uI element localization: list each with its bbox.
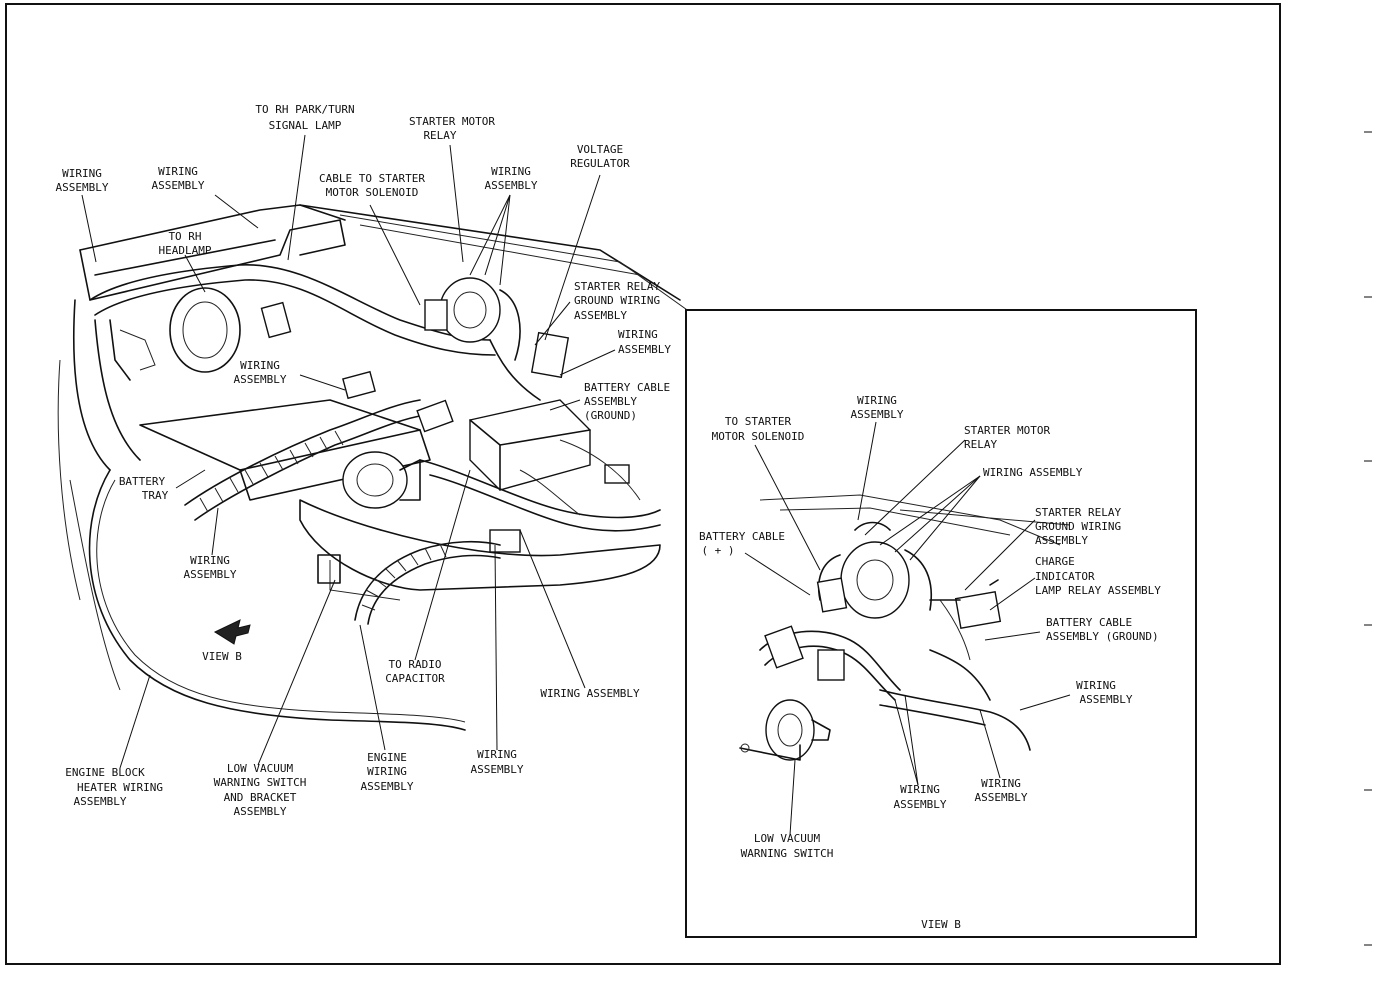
view-b-illustration [739, 494, 1071, 761]
view-b-frame [685, 309, 1197, 938]
margin-ticks [1364, 131, 1372, 946]
view-b-caption: VIEW B [921, 918, 961, 931]
label-view-b-arrow: VIEW B [202, 650, 242, 663]
outer-frame [5, 3, 1281, 965]
label-b-wiring-assembly-2: WIRING ASSEMBLY [983, 466, 1083, 479]
main-engine-illustration [57, 204, 691, 731]
view-b-leader-lines [744, 421, 1071, 836]
label-b-battery-cable-plus: BATTERY CABLE( + ) [699, 530, 785, 557]
main-leader-lines [81, 134, 616, 769]
label-wiring-assembly-7: WIRING ASSEMBLY [540, 687, 640, 700]
